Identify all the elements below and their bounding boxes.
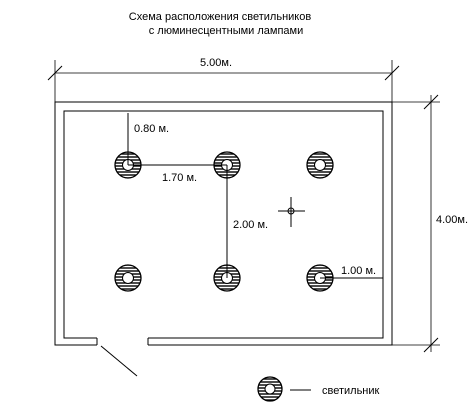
- inner-dimensions: 0.80 м. 1.70 м. 2.00 м. 1.00 м.: [127, 113, 383, 279]
- door-leaf: [100, 345, 138, 377]
- center-crosshair-icon: [278, 197, 305, 227]
- legend-label: светильник: [322, 385, 380, 397]
- light-fixtures: [114, 151, 334, 292]
- horizontal-spacing-label: 1.70 м.: [162, 172, 197, 184]
- vertical-spacing-label: 2.00 м.: [233, 219, 268, 231]
- inner-wall: [63, 110, 384, 339]
- height-dimension: 4.00м.: [392, 94, 468, 353]
- width-dimension-label: 5.00м.: [200, 57, 232, 69]
- height-tick-bottom: [423, 337, 439, 353]
- diagram-title-line-1: Схема расположения светильников: [129, 11, 312, 23]
- width-tick-right: [384, 65, 400, 81]
- diagram-title-line-2: с люминесцентными лампами: [149, 25, 304, 37]
- legend-fixture-icon: [257, 376, 283, 402]
- legend: светильник: [257, 376, 380, 402]
- wall-offset-label: 0.80 м.: [134, 123, 169, 135]
- light-fixture-icon: [306, 151, 334, 179]
- width-dimension: 5.00м.: [47, 57, 400, 102]
- light-fixture-icon: [114, 264, 142, 292]
- outer-wall: [54, 101, 393, 346]
- room-walls: [54, 101, 393, 377]
- right-offset-label: 1.00 м.: [341, 265, 376, 277]
- width-tick-left: [47, 65, 63, 81]
- height-dimension-label: 4.00м.: [436, 214, 468, 226]
- height-tick-top: [423, 94, 439, 110]
